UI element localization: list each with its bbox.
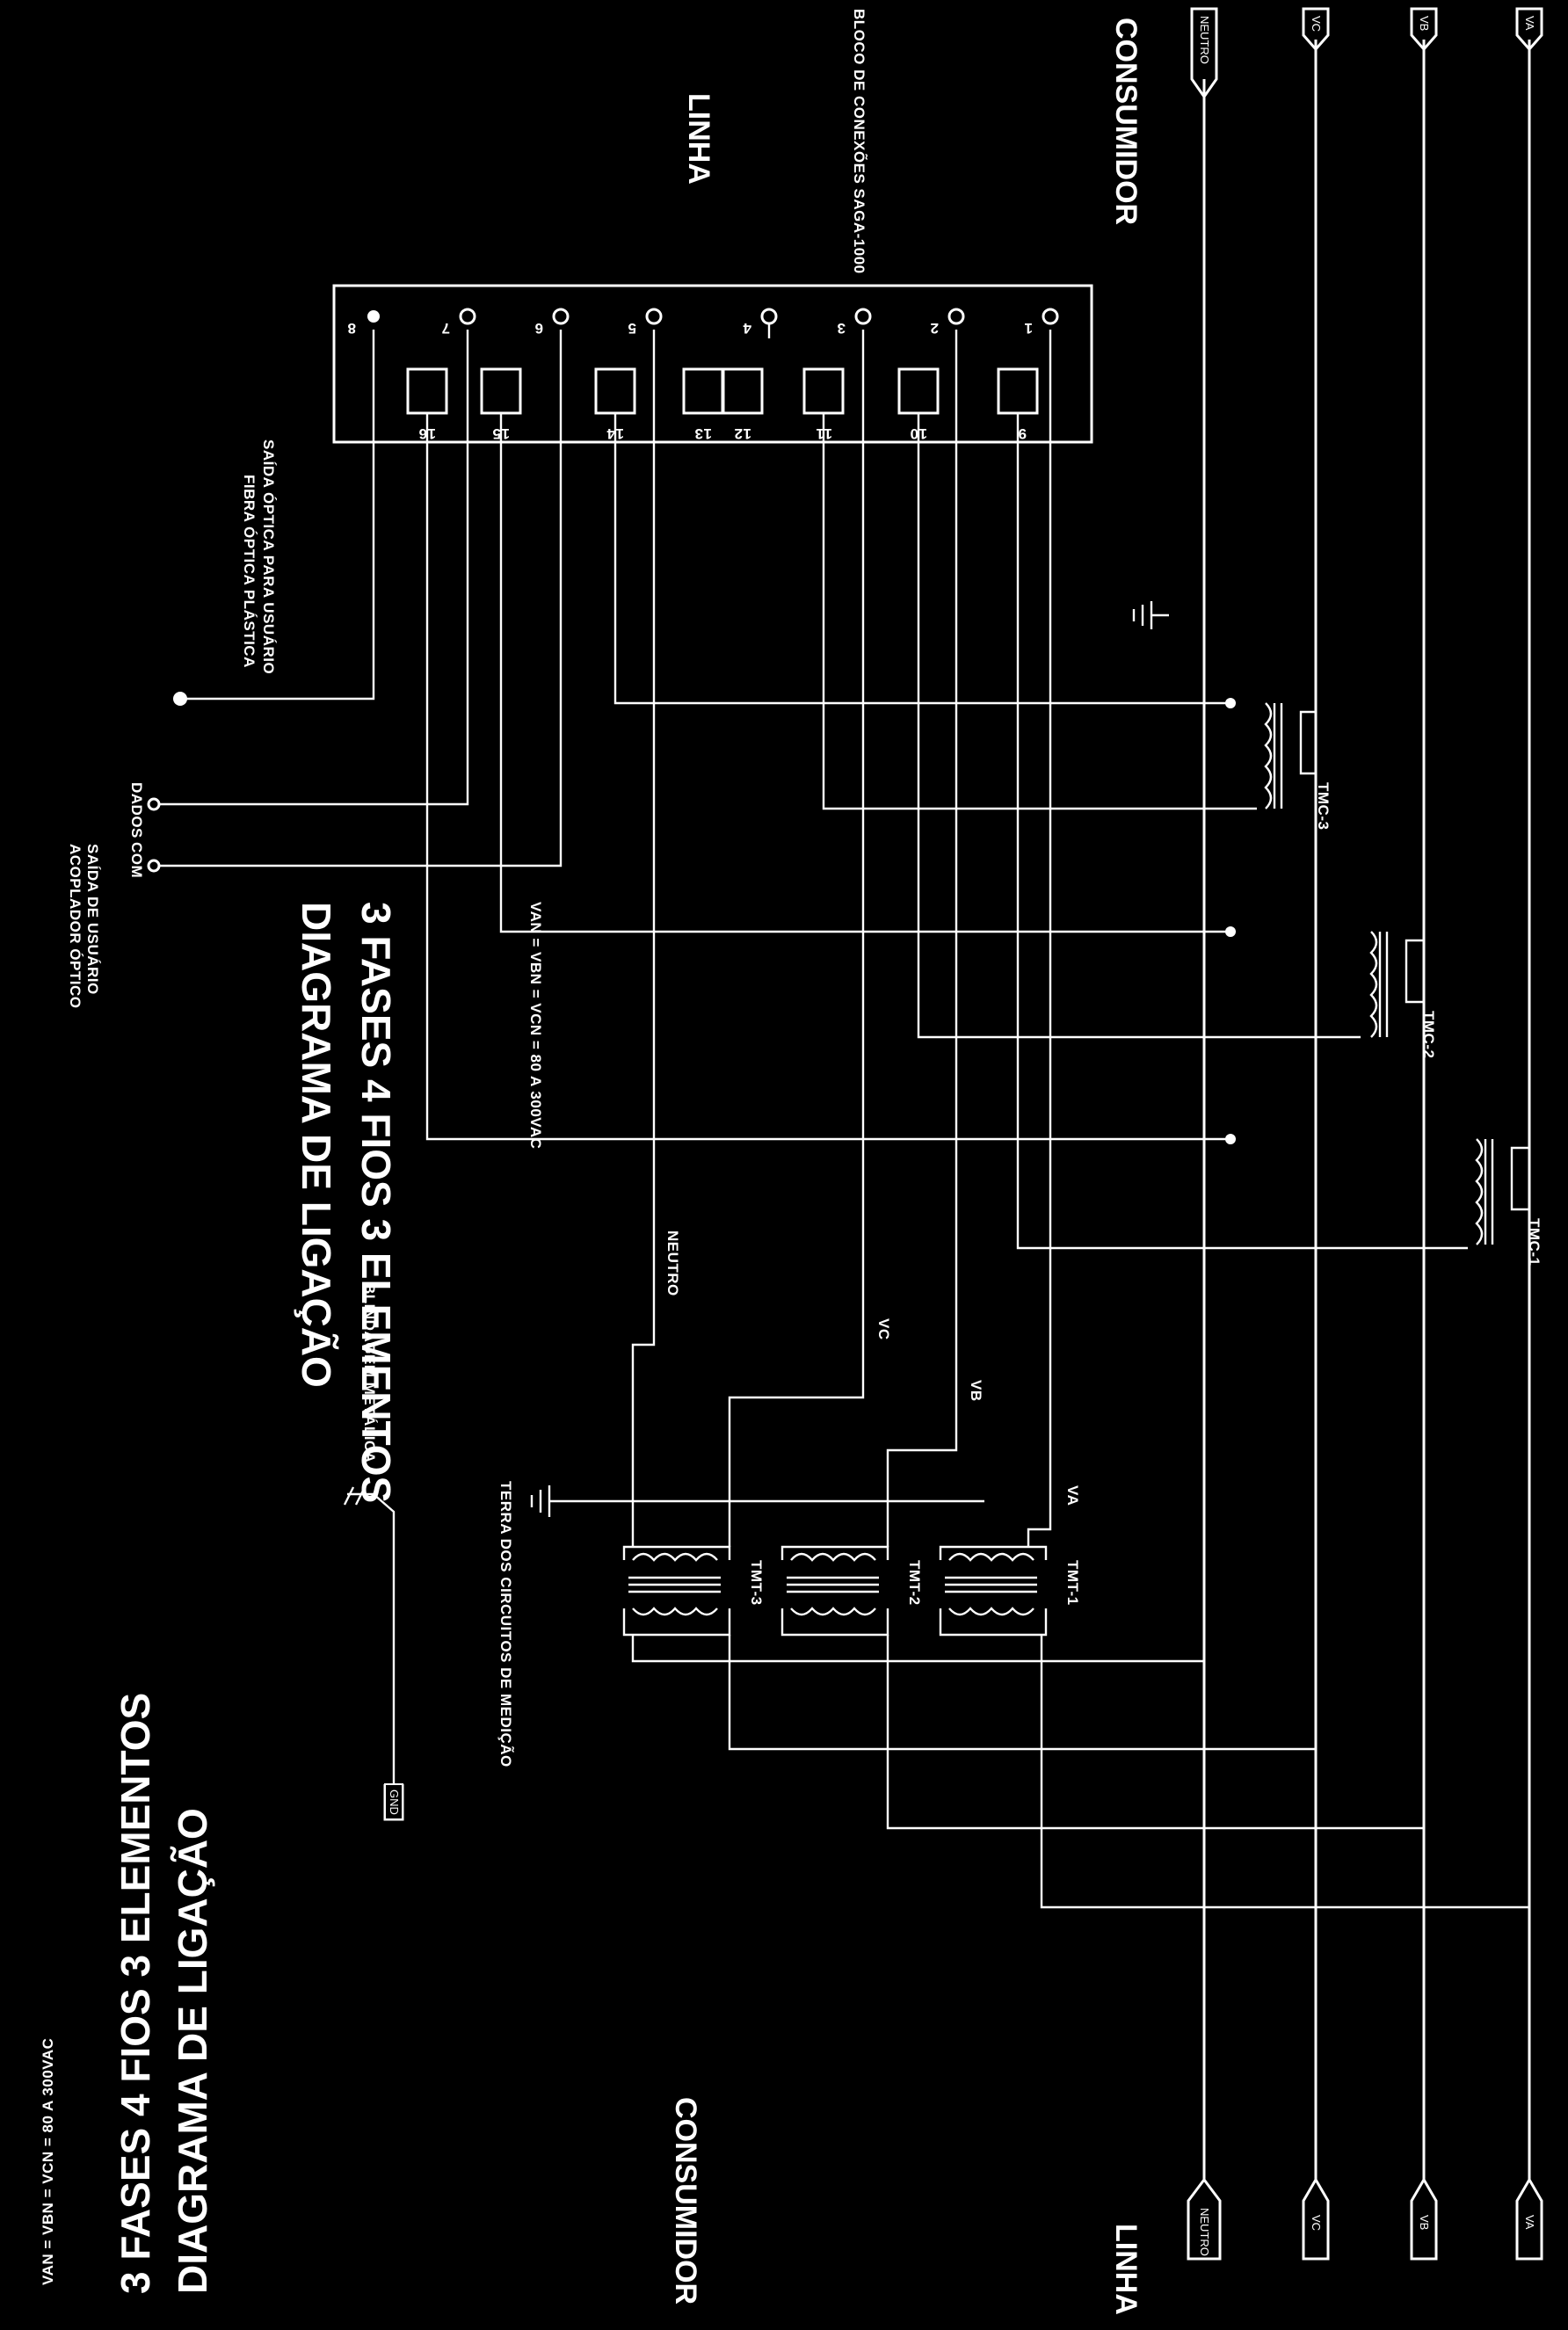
wire-label-vb: VB: [968, 1380, 984, 1402]
load-tag-va: VA: [1515, 7, 1543, 52]
terminal-wires: [154, 330, 1052, 1547]
pt-label: TMT-3: [748, 1560, 765, 1606]
ct-label: TMC-3: [1315, 782, 1332, 830]
pt-label: TMT-1: [1064, 1560, 1081, 1606]
voltage-note: VAN = VBN = VCN = 80 A 300VAC: [527, 902, 544, 1149]
load-side-label: CONSUMIDOR: [669, 2097, 702, 2305]
terminal-label: 8: [347, 320, 356, 337]
pt-tmt-1: TMT-1: [939, 1545, 1081, 1637]
wire-label-neutro: NEUTRO: [664, 1230, 681, 1296]
ct-label: TMC-2: [1420, 1011, 1437, 1058]
input-wires: [425, 413, 1468, 1250]
terminal-3: 3: [837, 308, 872, 337]
terminal-block: [332, 284, 1093, 444]
com-label: COM: [128, 842, 145, 878]
terminal-5: 5: [628, 308, 663, 337]
input-label: 9: [1018, 425, 1027, 442]
diagram-title: DIAGRAMA DE LIGAÇÃO: [170, 1808, 215, 2294]
input-12: 12: [722, 367, 764, 442]
terminal-label: 7: [441, 320, 450, 337]
diagram-title: DIAGRAMA DE LIGAÇÃO: [294, 902, 339, 1388]
pt-feeds: [631, 1635, 1529, 1909]
svg-text:VA: VA: [1523, 2215, 1536, 2230]
svg-text:VA: VA: [1523, 16, 1536, 31]
svg-text:VB: VB: [1418, 2215, 1431, 2230]
coupler-label-1: SAÍDA DE USUÁRIO: [84, 844, 101, 995]
line-side-label: LINHA: [682, 93, 715, 185]
diagram-subtitle: 3 FASES 4 FIOS 3 ELEMENTOS: [353, 902, 399, 1503]
input-16: 16: [406, 367, 448, 442]
ct-tmc-3: TMC-3: [1225, 698, 1332, 830]
pt-tmt-3: TMT-3: [622, 1545, 765, 1637]
load-tag-vc: VC: [1302, 7, 1330, 52]
gnd-tag: GND: [388, 1789, 401, 1815]
title-block: DIAGRAMA DE LIGAÇÃO 3 FASES 4 FIOS 3 ELE…: [294, 902, 544, 1503]
terminal-label: 1: [1024, 320, 1033, 337]
terminal-label: 2: [930, 320, 939, 337]
potential-transformers: TMT-1 TMT-2 TMT-3: [622, 1545, 1081, 1637]
terminal-6: 6: [534, 308, 570, 337]
pt-label: TMT-2: [906, 1560, 923, 1606]
terminal-8: 8: [347, 310, 380, 337]
terminal-label: 5: [628, 320, 636, 337]
terminal-label: 6: [534, 320, 543, 337]
coupler-label-2: ACOPLADOR ÓPTICO: [67, 844, 83, 1008]
terra-label: TERRA DOS CIRCUITOS DE MEDIÇÃO: [497, 1481, 515, 1767]
terminal-7: 7: [441, 308, 476, 337]
line-tag-neutro: NEUTRO: [1187, 2177, 1222, 2261]
pt-tmt-2: TMT-2: [780, 1545, 923, 1637]
fiber-label-2: FIBRA ÓPTICA PLÁSTICA: [241, 475, 258, 668]
input-label: 12: [734, 425, 751, 442]
terra-ground: TERRA DOS CIRCUITOS DE MEDIÇÃO: [497, 1481, 984, 1767]
fiber-label-1: SAÍDA ÓPTICA PARA USUÁRIO: [260, 439, 277, 674]
terminal-label: 3: [837, 320, 846, 337]
terminal-4: 4: [743, 308, 778, 338]
terminal-2: 2: [930, 308, 965, 337]
input-10: 10: [897, 367, 940, 442]
svg-text:VC: VC: [1310, 2215, 1323, 2231]
terminal-label: 4: [743, 320, 751, 337]
ct-tmc-1: TMC-1: [1225, 1134, 1543, 1266]
line-tag-vb: VB: [1410, 2177, 1438, 2261]
terminal-row: 1 2 3 4 5 6 7 8: [347, 308, 1059, 338]
voltage-note: VAN = VBN = VCN = 80 A 300VAC: [40, 2038, 56, 2285]
ground-symbol-upper: [1132, 601, 1169, 629]
line-tag-vc: VC: [1302, 2177, 1330, 2261]
diagram-subtitle: 3 FASES 4 FIOS 3 ELEMENTOS: [113, 1693, 158, 2294]
line-tag-va: VA: [1515, 2177, 1543, 2261]
fiber-output-dot: [173, 692, 187, 706]
shield-gnd: BLINDAGEM METÁLICA GND: [343, 1283, 404, 1821]
ct-tmc-2: TMC-2: [1225, 926, 1437, 1058]
input-label: 13: [694, 425, 712, 442]
terminal-block-title: BLOCO DE CONEXÕES SAGA-1000: [851, 9, 868, 274]
load-tag-vb: VB: [1410, 7, 1438, 52]
wire-label-vc: VC: [875, 1318, 892, 1340]
svg-text:VB: VB: [1418, 16, 1431, 31]
svg-text:VC: VC: [1310, 16, 1323, 32]
ct-label: TMC-1: [1526, 1218, 1543, 1266]
terminal-1: 1: [1024, 308, 1059, 337]
dados-terminal: [147, 797, 161, 811]
load-tag-neutro: NEUTRO: [1190, 7, 1218, 99]
load-side-label: CONSUMIDOR: [1109, 18, 1143, 225]
shield-label: BLINDAGEM METÁLICA: [361, 1283, 378, 1463]
svg-text:NEUTRO: NEUTRO: [1198, 2208, 1211, 2256]
svg-text:NEUTRO: NEUTRO: [1198, 16, 1211, 64]
wire-label-va: VA: [1064, 1485, 1081, 1506]
line-side-label: LINHA: [1109, 2224, 1143, 2315]
input-13: 13: [682, 367, 724, 442]
dados-label: DADOS: [128, 782, 145, 838]
current-transformers: TMC-1 TMC-2 TMC-3: [1225, 698, 1543, 1266]
com-terminal: [147, 859, 161, 873]
